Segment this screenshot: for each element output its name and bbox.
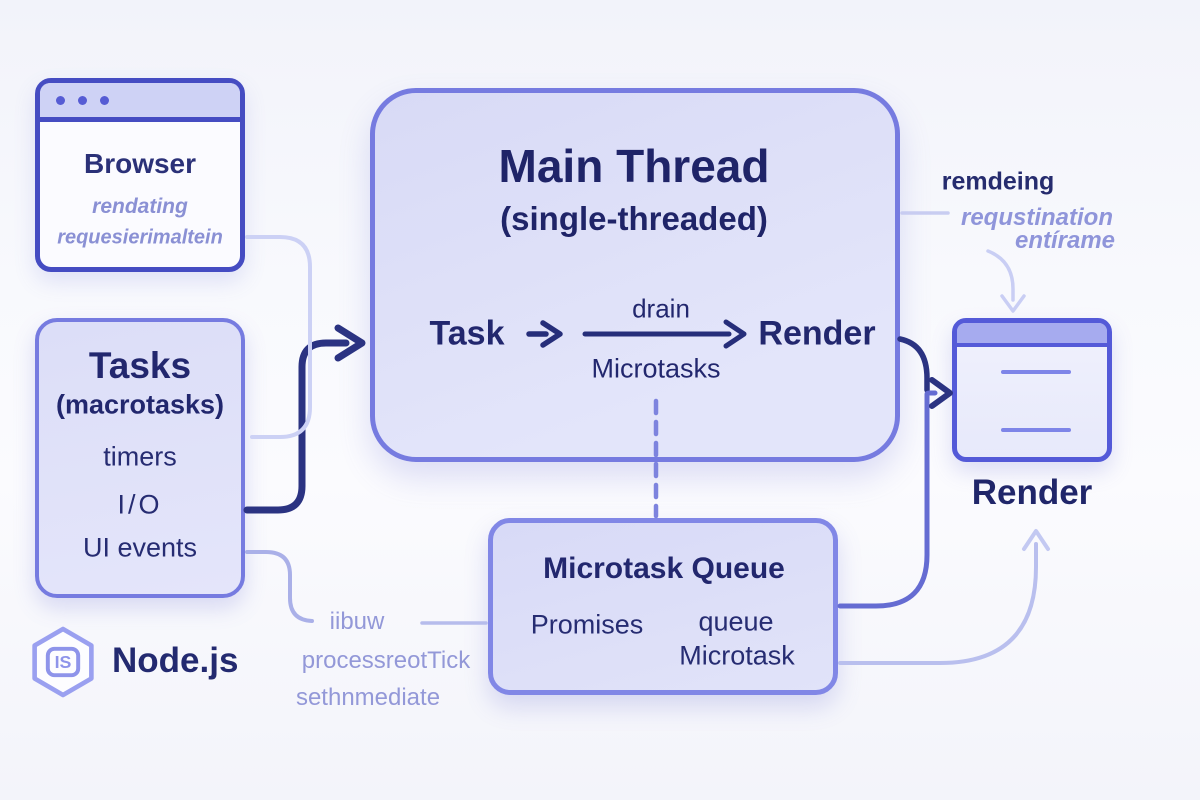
main-thread-box bbox=[370, 88, 900, 462]
nodejs-label: Node.js bbox=[112, 641, 239, 680]
window-dot-icon bbox=[100, 95, 109, 105]
microtask-item-microtask: Microtask bbox=[679, 640, 795, 671]
tasks-item-ui-events: UI events bbox=[82, 532, 198, 563]
arrow-window-head bbox=[929, 377, 953, 409]
main-thread-subtitle: (single-threaded) bbox=[500, 200, 768, 237]
render-output-label: Render bbox=[971, 473, 1093, 512]
nodejs-badge-text: IS bbox=[55, 652, 72, 672]
flow-task-label: Task bbox=[429, 314, 505, 353]
microtask-item-queue: queue bbox=[698, 606, 774, 637]
render-window-titlebar bbox=[957, 323, 1107, 347]
line-tasks-to-libuv bbox=[245, 550, 314, 623]
arrow-tasks-to-main bbox=[243, 339, 350, 514]
arrow-tasks-to-main-head bbox=[334, 324, 366, 362]
loop-browser-to-tasks bbox=[245, 235, 312, 439]
browser-title: Browser bbox=[83, 148, 197, 179]
source-label-process-nexttick: processreotTick bbox=[301, 647, 471, 674]
render-window-icon bbox=[952, 318, 1112, 462]
source-label-setimmediate: sethnmediate bbox=[295, 684, 441, 711]
microtask-queue-title: Microtask Queue bbox=[543, 552, 785, 585]
tasks-item-timers: timers bbox=[103, 441, 177, 472]
main-thread-title: Main Thread bbox=[498, 140, 770, 192]
tasks-subtitle: (macrotasks) bbox=[55, 389, 225, 420]
microtask-item-promises: Promises bbox=[530, 609, 644, 640]
line-microtask-to-render-label bbox=[838, 542, 1038, 665]
window-dot-icon bbox=[56, 95, 65, 105]
flow-drain-label: drain bbox=[632, 293, 690, 324]
arrow-annotation-head bbox=[1000, 294, 1026, 313]
flow-microtasks-label: Microtasks bbox=[591, 353, 721, 384]
window-content-line bbox=[1001, 428, 1071, 432]
tasks-title: Tasks bbox=[88, 345, 192, 386]
arrow-render-label-head bbox=[1022, 529, 1050, 551]
arrow-main-to-window bbox=[897, 336, 930, 393]
render-annotation-3: entírame bbox=[1014, 227, 1116, 254]
render-annotation-2: requstination bbox=[960, 204, 1114, 231]
render-annotation-1: remdeing bbox=[941, 167, 1055, 196]
arrow-annotation-to-window bbox=[986, 249, 1015, 302]
tasks-item-io: I/O bbox=[117, 489, 163, 520]
nodejs-logo-icon: IS bbox=[30, 626, 96, 703]
microtask-queue-box bbox=[488, 518, 838, 695]
source-label-libuv: iibuw bbox=[329, 608, 385, 635]
browser-titlebar bbox=[40, 83, 240, 122]
browser-subtitle-1: rendating bbox=[92, 195, 188, 218]
browser-subtitle-2: requesierimaltein bbox=[57, 226, 223, 249]
window-dot-icon bbox=[78, 95, 87, 105]
flow-render-label: Render bbox=[758, 314, 876, 353]
browser-window bbox=[35, 78, 245, 272]
window-content-line bbox=[1001, 370, 1071, 374]
tasks-box bbox=[35, 318, 245, 598]
